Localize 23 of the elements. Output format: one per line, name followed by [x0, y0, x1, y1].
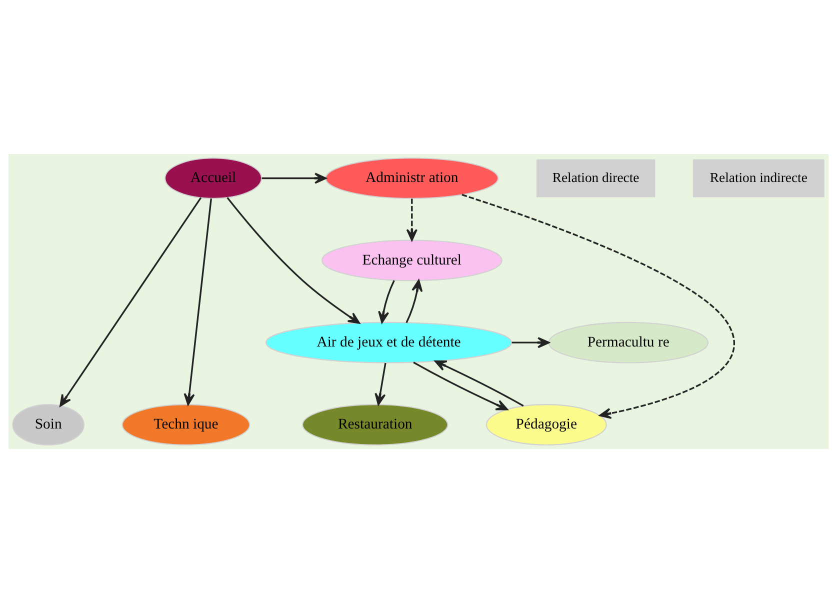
node-ellipse: Air de jeux et de détente [265, 321, 512, 363]
legend-label: Relation directe [552, 169, 640, 184]
node-ellipse: Soin [12, 404, 84, 445]
node-ellipse: Echange culturel [321, 239, 502, 281]
arrow [406, 279, 423, 323]
node-ellipse: Restauration [302, 404, 448, 445]
arrow [184, 198, 212, 405]
arrow [406, 198, 418, 241]
arrow [374, 362, 386, 405]
arrow [512, 336, 550, 348]
node-ellipse: Techn ique [122, 404, 250, 445]
node-ellipse: Pédagogie [486, 404, 607, 445]
arrow [226, 196, 360, 324]
arrow [434, 360, 524, 406]
arrow [413, 361, 508, 410]
arrow [60, 196, 202, 406]
legend-label: Relation indirecte [710, 169, 808, 184]
node-ellipse: Accueil [164, 157, 262, 198]
node-ellipse: Administr ation [325, 157, 499, 198]
node-ellipse: Permacultu re [548, 321, 709, 363]
arrow [462, 193, 735, 418]
arrow [262, 172, 327, 184]
arrow [378, 280, 395, 323]
